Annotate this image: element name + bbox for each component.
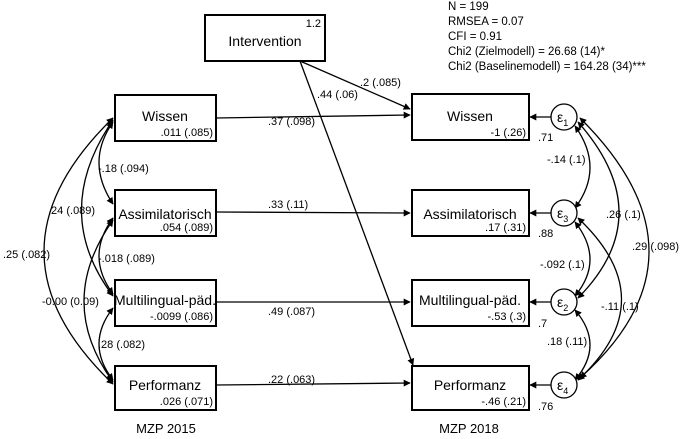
- cov-e1-e2: [577, 121, 620, 299]
- node-left-multilingual: [114, 279, 217, 327]
- error-e3-variance: .88: [538, 228, 553, 240]
- stat-chi2-baseline: Chi2 (Baselinemodell) = 164.28 (34)***: [448, 61, 646, 73]
- error-e3-label: ε3: [557, 205, 568, 224]
- error-e4: [550, 371, 578, 399]
- node-left-performanz-value: .026 (.071): [160, 396, 213, 408]
- path-assimilatorisch-label: .33 (.11): [268, 199, 308, 211]
- error-e2-label: ε2: [557, 294, 568, 313]
- node-right-multilingual: [411, 279, 530, 327]
- node-left-wissen: [114, 94, 217, 142]
- error-e1-variance: .71: [538, 132, 553, 144]
- node-left-performanz: [114, 365, 217, 411]
- node-right-assimilatorisch: [411, 189, 530, 237]
- node-left-performanz-label: Performanz: [129, 377, 201, 393]
- stat-chi2-target: Chi2 (Zielmodell) = 26.68 (14)*: [448, 46, 605, 58]
- cov-e1-e2-label: .26 (.1): [606, 209, 641, 221]
- error-e1: [550, 103, 578, 131]
- node-right-multilingual-label: Multilingual-päd.: [419, 292, 521, 308]
- path-performanz: [215, 379, 411, 387]
- node-right-performanz-label: Performanz: [434, 377, 506, 393]
- stat-n: N = 199: [448, 1, 489, 13]
- node-left-assimilatorisch: [114, 189, 217, 237]
- footer-mzp-2015: MZP 2015: [136, 421, 196, 436]
- path-intervention-wissen: [299, 60, 411, 110]
- node-left-wissen-value: .011 (.085): [161, 127, 213, 139]
- node-right-performanz: [411, 365, 530, 411]
- cov-wissen-multilingual: [80, 119, 114, 297]
- node-right-assimilatorisch-value: .17 (.31): [485, 222, 526, 234]
- error-e1-label: ε1: [557, 109, 568, 128]
- cov-e2-e4-label: .18 (.11): [547, 336, 587, 348]
- node-left-multilingual-label: Multilingual-päd.: [114, 292, 216, 308]
- error-e3: [550, 199, 578, 227]
- node-right-wissen: [411, 93, 530, 141]
- cov-multilingual-performanz-label: .28 (.082): [98, 339, 145, 351]
- path-performanz-label: .22 (.063): [268, 374, 315, 386]
- node-left-multilingual-value: -.0099 (.086): [150, 311, 213, 323]
- error-e2: [550, 288, 578, 316]
- error-e4-variance: .76: [538, 401, 553, 413]
- cov-e1-e4-label: .29 (.098): [632, 241, 679, 253]
- path-multilingual-label: .49 (.087): [268, 306, 315, 318]
- path-intervention-performanz: [299, 60, 415, 366]
- cov-e1-e4: [579, 117, 650, 379]
- cov-multilingual-performanz: [98, 307, 114, 381]
- node-right-multilingual-value: -.53 (.3): [487, 311, 526, 323]
- cov-wissen-performanz-label: .25 (.082): [3, 249, 50, 261]
- node-right-wissen-value: -1 (.26): [491, 127, 526, 139]
- cov-wissen-performanz: [43, 117, 114, 385]
- error-e4-label: ε4: [557, 377, 568, 396]
- cov-assimilatorisch-performanz: [83, 219, 114, 383]
- stat-rmsea: RMSEA = 0.07: [448, 16, 524, 28]
- cov-e1-e3: [574, 125, 591, 209]
- node-left-assimilatorisch-label: Assimilatorisch: [118, 206, 211, 222]
- node-left-assimilatorisch-value: .054 (.089): [160, 222, 213, 234]
- path-wissen-label: .37 (.098): [268, 116, 315, 128]
- path-intervention-wissen-label: .2 (.085): [360, 77, 401, 89]
- node-left-wissen-label: Wissen: [142, 108, 188, 124]
- node-intervention: [204, 14, 326, 62]
- path-intervention-performanz-label: .44 (.06): [317, 89, 358, 101]
- node-right-wissen-label: Wissen: [447, 108, 493, 124]
- node-intervention-value: 1.2: [306, 18, 321, 30]
- cov-e3-e4-label: -.11 (.1): [601, 301, 639, 313]
- cov-e2-e4: [574, 309, 591, 381]
- cov-assimilatorisch-multilingual-label: -.018 (.089): [98, 253, 155, 265]
- path-assimilatorisch: [215, 209, 411, 217]
- path-wissen: [215, 111, 411, 119]
- error-e2-variance: .7: [538, 318, 547, 330]
- footer-mzp-2018: MZP 2018: [439, 421, 499, 436]
- node-right-assimilatorisch-label: Assimilatorisch: [423, 206, 516, 222]
- node-intervention-label: Intervention: [228, 33, 301, 49]
- cov-assimilatorisch-performanz-label: -0.00 (0.09): [42, 296, 99, 308]
- cov-e1-e3-label: -.14 (.1): [547, 154, 586, 166]
- cov-e3-e2-label: -.092 (.1): [540, 259, 585, 271]
- cov-wissen-multilingual-label: .24 (.089): [48, 205, 95, 217]
- stat-cfi: CFI = 0.91: [448, 31, 502, 43]
- cov-e3-e4: [577, 217, 622, 381]
- cov-wissen-assimilatorisch-label: -.18 (.094): [98, 163, 149, 175]
- node-right-performanz-value: -.46 (.21): [481, 396, 526, 408]
